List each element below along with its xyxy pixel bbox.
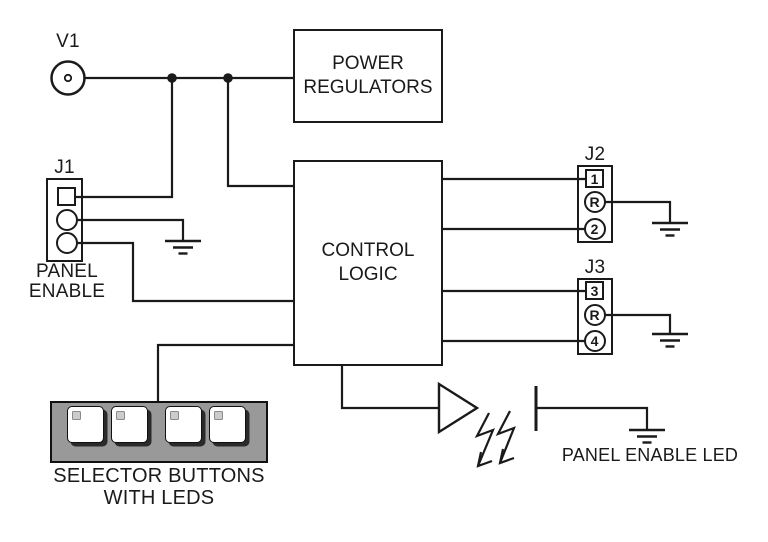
j3-pin-3: 3: [585, 281, 604, 300]
j1-pin-1: [57, 187, 76, 206]
ground-icon-j1: [165, 239, 201, 255]
j1-pin-3: [55, 231, 78, 254]
control-logic-label: CONTROL LOGIC: [321, 240, 415, 285]
wire-power-to-control: [226, 78, 293, 188]
power-jack-icon: [50, 60, 86, 96]
control-logic-box: CONTROL LOGIC: [293, 160, 443, 366]
wire-control-to-led: [340, 366, 440, 410]
selector-button-4: [209, 406, 246, 443]
power-regulators-box: POWER REGULATORS: [293, 29, 443, 123]
wires: [74, 76, 672, 430]
button-led-icon: [213, 410, 223, 420]
j3-pin-4: 4: [583, 329, 606, 352]
ground-icon-j3: [652, 332, 688, 348]
j2-label: J2: [584, 144, 606, 165]
wire-control-to-selector: [156, 343, 293, 401]
led-emission-arrows-icon: [474, 410, 516, 468]
wire-j1-pin2-to-ground: [77, 218, 185, 241]
j1-label: J1: [54, 157, 75, 178]
led-triangle-icon: [437, 381, 538, 435]
j3-pin-r: R: [583, 303, 606, 326]
j2-pin-r: R: [583, 190, 606, 213]
selector-button-3: [165, 406, 202, 443]
selector-button-2: [111, 406, 148, 443]
power-regulators-label: POWER REGULATORS: [303, 53, 433, 98]
selector-caption: SELECTOR BUTTONS WITH LEDS: [53, 465, 265, 509]
junction-dot: [223, 73, 233, 83]
wire-j2-r-to-ground: [600, 200, 672, 223]
button-led-icon: [71, 410, 81, 420]
wire-power-to-j1-pin1: [74, 78, 174, 199]
junction-dot: [167, 73, 177, 83]
j2-pin-1: 1: [585, 169, 604, 188]
ground-icon-led: [629, 428, 665, 444]
j1-connector: [46, 178, 83, 262]
j2-pin-2: 2: [583, 217, 606, 240]
button-led-icon: [169, 410, 179, 420]
wire-j1-pin3-to-control: [77, 241, 293, 303]
v1-label: V1: [56, 31, 80, 52]
selector-buttons-panel: [50, 401, 268, 463]
j3-label: J3: [584, 257, 606, 278]
j3-connector: 3 R 4: [577, 278, 613, 355]
panel-enable-led-caption: PANEL ENABLE LED: [561, 445, 739, 465]
j1-pin-2: [55, 208, 78, 231]
button-led-icon: [115, 410, 125, 420]
ground-icon-j2: [652, 221, 688, 237]
selector-button-1: [67, 406, 104, 443]
wire-j3-r-to-ground: [600, 313, 672, 334]
j1-caption: PANEL ENABLE: [28, 261, 106, 302]
j2-connector: 1 R 2: [577, 165, 613, 243]
wire-led-to-ground: [536, 406, 649, 430]
